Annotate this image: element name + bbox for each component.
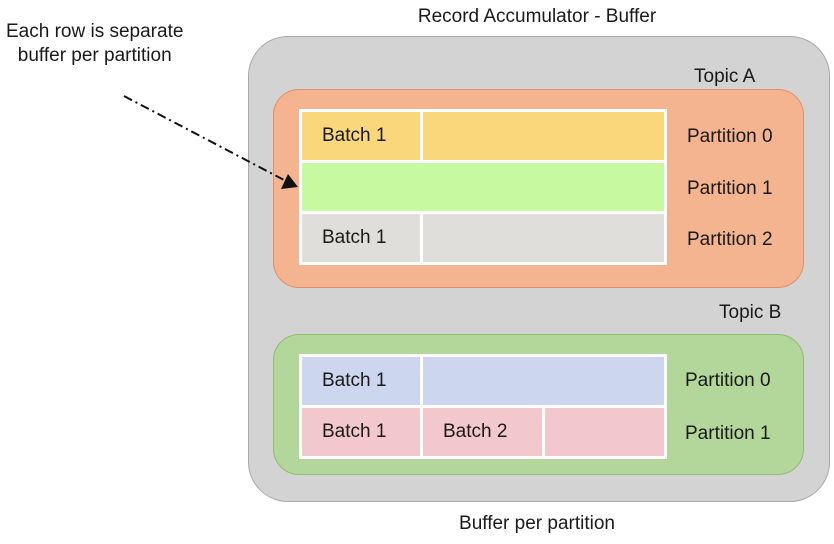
empty-buffer-cell	[423, 214, 664, 262]
empty-buffer-cell	[302, 163, 664, 211]
partition-row: Batch 1 Batch 2	[302, 408, 664, 456]
batch-cell: Batch 2	[423, 408, 542, 456]
batch-cell: Batch 1	[302, 214, 420, 262]
topic-b-partition-0-label: Partition 0	[685, 370, 771, 391]
diagram-title-text: Record Accumulator - Buffer	[417, 6, 657, 27]
empty-buffer-cell	[423, 112, 664, 160]
partition-row	[302, 163, 664, 211]
partition-row: Batch 1	[302, 357, 664, 405]
diagram-footer: Buffer per partition	[0, 513, 834, 536]
arrowhead-icon	[281, 174, 298, 189]
empty-buffer-cell	[545, 408, 664, 456]
partition-row: Batch 1	[302, 214, 664, 262]
topic-b-label: Topic B	[719, 302, 782, 323]
diagram-title: Record Accumulator - Buffer	[0, 6, 834, 29]
topic-a-partition-1-label: Partition 1	[687, 178, 773, 199]
batch-cell: Batch 1	[302, 408, 420, 456]
topic-b-partition-1-label: Partition 1	[685, 423, 771, 444]
topic-a-partition-grid: Batch 1 Batch 1	[299, 109, 667, 265]
topic-a-label: Topic A	[694, 66, 756, 87]
annotation-note: Each row is separate buffer per partitio…	[6, 20, 183, 68]
annotation-line-1: Each row is separate	[6, 21, 184, 42]
batch-cell: Batch 1	[302, 112, 420, 160]
empty-buffer-cell	[423, 357, 664, 405]
partition-row: Batch 1	[302, 112, 664, 160]
batch-cell: Batch 1	[302, 357, 420, 405]
topic-a-partition-2-label: Partition 2	[687, 229, 773, 250]
diagram-footer-text: Buffer per partition	[459, 513, 615, 534]
topic-b-partition-grid: Batch 1 Batch 1 Batch 2	[299, 354, 667, 459]
topic-a-partition-0-label: Partition 0	[687, 126, 773, 147]
dash-dot-line	[123, 95, 287, 182]
annotation-line-2: buffer per partition	[17, 44, 172, 66]
